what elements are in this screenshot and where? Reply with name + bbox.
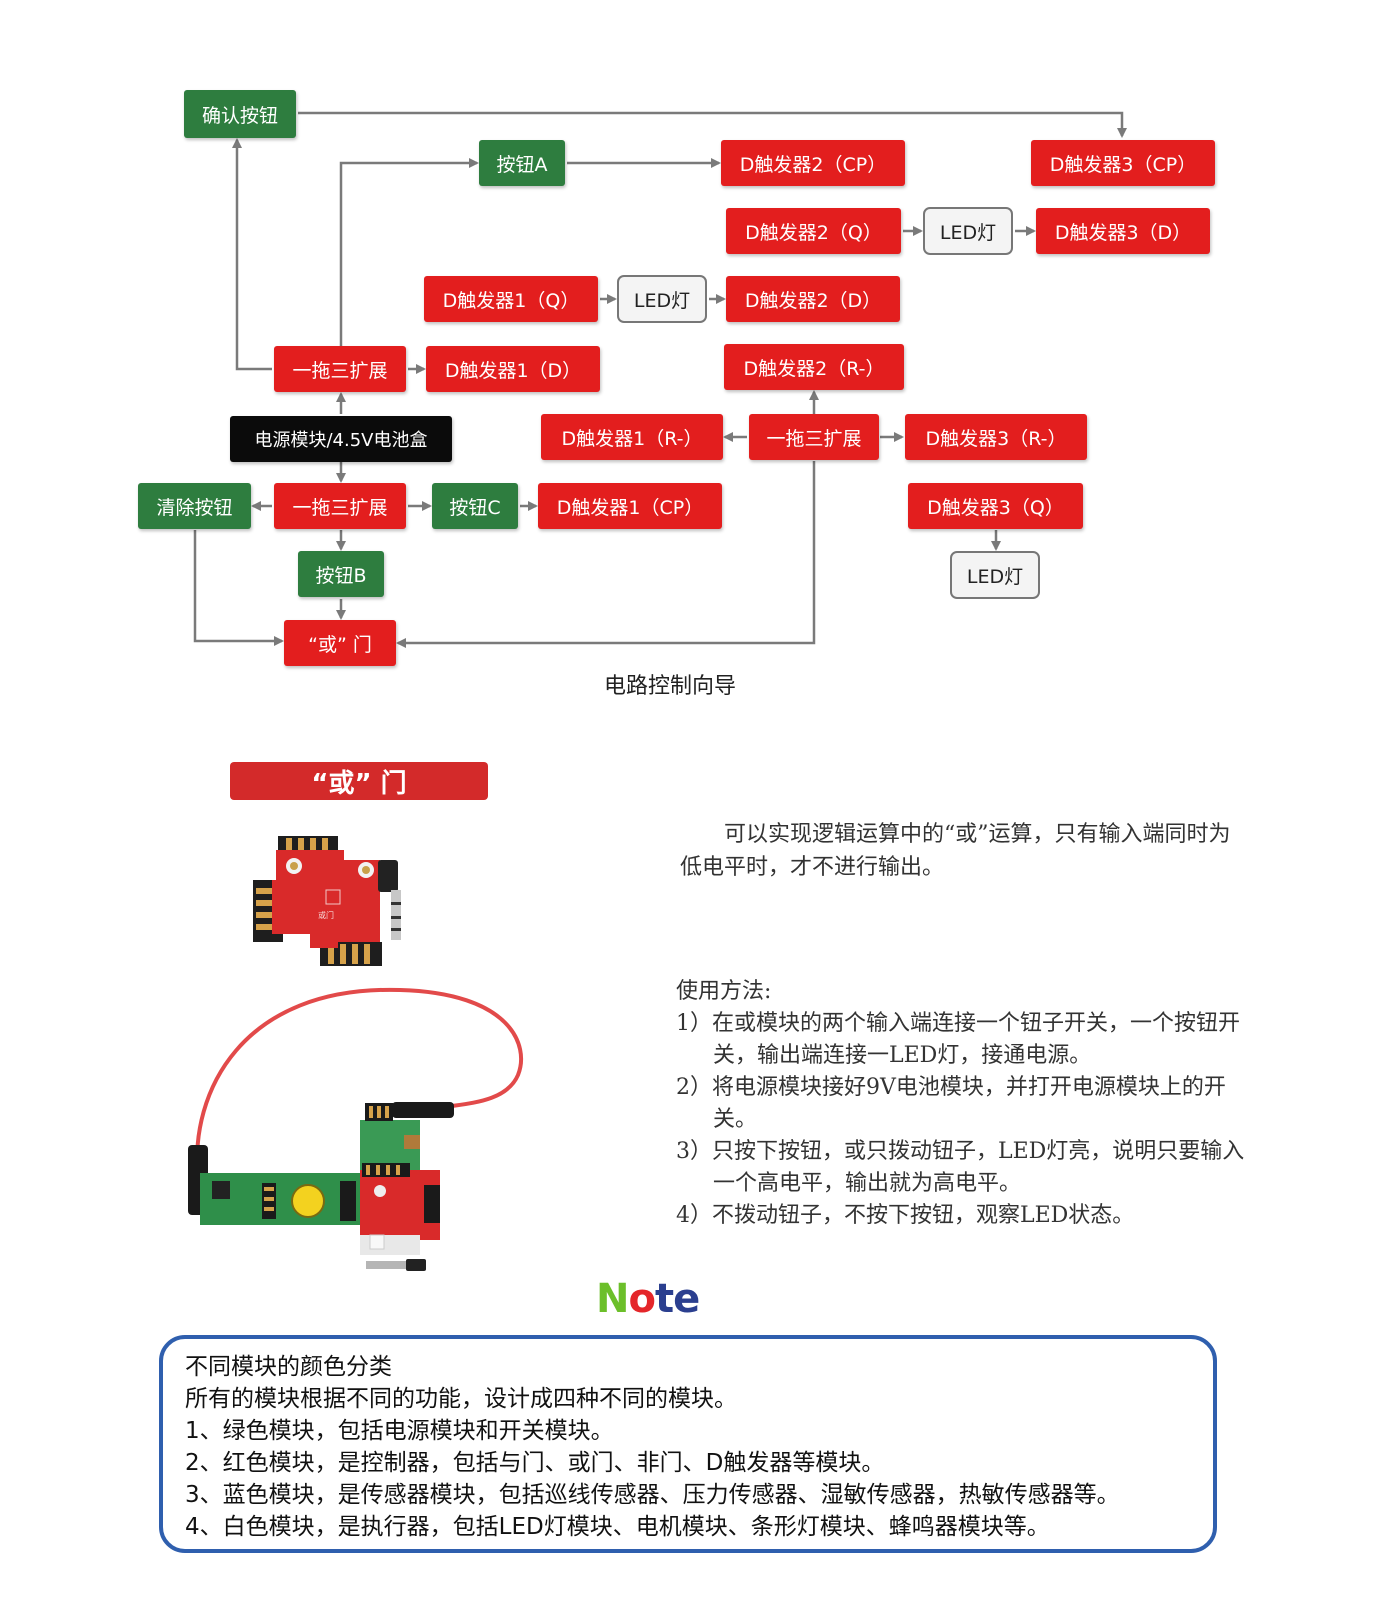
section-description: 可以实现逻辑运算中的“或”运算，只有输入端同时为低电平时，才不进行输出。 [680, 822, 1231, 880]
node-dff1-r: D触发器1（R-） [541, 414, 723, 460]
node-dff2-r: D触发器2（R-） [724, 344, 904, 390]
node-led-3: LED灯 [950, 551, 1040, 599]
node-splitter-bottom: 一拖三扩展 [274, 483, 406, 529]
node-dff1-q: D触发器1（Q） [424, 276, 598, 322]
usage-step: 2）将电源模块接好9V电池模块，并打开电源模块上的开关。 [676, 1075, 1226, 1132]
note-logo-letter: N [596, 1276, 629, 1322]
node-dff3-r: D触发器3（R-） [905, 414, 1087, 460]
node-dff3-cp: D触发器3（CP） [1031, 140, 1215, 186]
note-item: 1、绿色模块，包括电源模块和开关模块。 [185, 1418, 614, 1444]
usage-instructions: 使用方法: 1）在或模块的两个输入端连接一个钮子开关，一个按钮开关，输出端连接一… [676, 976, 1256, 1232]
node-dff3-d: D触发器3（D） [1036, 208, 1210, 254]
note-title: 不同模块的颜色分类 [185, 1354, 392, 1380]
note-logo-letter: t [654, 1276, 674, 1322]
node-dff1-d: D触发器1（D） [426, 346, 600, 392]
node-led-2: LED灯 [617, 275, 707, 323]
node-dff1-cp: D触发器1（CP） [538, 483, 722, 529]
flowchart-connectors [193, 111, 1127, 648]
node-dff2-q: D触发器2（Q） [726, 208, 901, 254]
usage-heading: 使用方法: [676, 979, 772, 1004]
wiring-example-photo [188, 987, 523, 1271]
node-button-a: 按钮A [479, 140, 565, 186]
usage-step: 1）在或模块的两个输入端连接一个钮子开关，一个按钮开关，输出端连接一LED灯，接… [676, 1011, 1240, 1068]
node-power-module: 电源模块/4.5V电池盒 [230, 416, 452, 462]
note-item: 4、白色模块，是执行器，包括LED灯模块、电机模块、条形灯模块、蜂鸣器模块等。 [185, 1514, 1050, 1540]
node-splitter-top: 一拖三扩展 [274, 346, 406, 392]
node-dff2-cp: D触发器2（CP） [721, 140, 905, 186]
or-module-label: 或门 [318, 910, 334, 920]
usage-step: 3）只按下按钮，或只拨动钮子，LED灯亮，说明只要输入一个高电平，输出就为高电平… [676, 1139, 1245, 1196]
note-intro: 所有的模块根据不同的功能，设计成四种不同的模块。 [185, 1386, 737, 1412]
node-confirm-button: 确认按钮 [184, 90, 296, 138]
node-button-b: 按钮B [298, 551, 384, 597]
node-dff3-q: D触发器3（Q） [908, 483, 1083, 529]
note-item: 3、蓝色模块，是传感器模块，包括巡线传感器、压力传感器、湿敏传感器，热敏传感器等… [185, 1482, 1120, 1508]
or-module-photo: 或门 [253, 836, 401, 966]
usage-step: 4）不拨动钮子，不按下按钮，观察LED状态。 [676, 1203, 1135, 1228]
node-button-c: 按钮C [432, 483, 518, 529]
note-box: 不同模块的颜色分类 所有的模块根据不同的功能，设计成四种不同的模块。 1、绿色模… [159, 1335, 1217, 1553]
note-logo-letter: e [673, 1276, 700, 1322]
note-logo: Note [596, 1276, 700, 1322]
node-clear-button: 清除按钮 [138, 483, 251, 529]
node-led-1: LED灯 [923, 207, 1013, 255]
note-item: 2、红色模块，是控制器，包括与门、或门、非门、D触发器等模块。 [185, 1450, 885, 1476]
node-splitter-right: 一拖三扩展 [749, 414, 879, 460]
note-logo-letter: o [628, 1276, 656, 1322]
node-or-gate: “或” 门 [284, 620, 396, 666]
section-title-bar: “或” 门 [230, 762, 488, 800]
flowchart-caption: 电路控制向导 [603, 674, 736, 699]
node-dff2-d: D触发器2（D） [726, 276, 900, 322]
